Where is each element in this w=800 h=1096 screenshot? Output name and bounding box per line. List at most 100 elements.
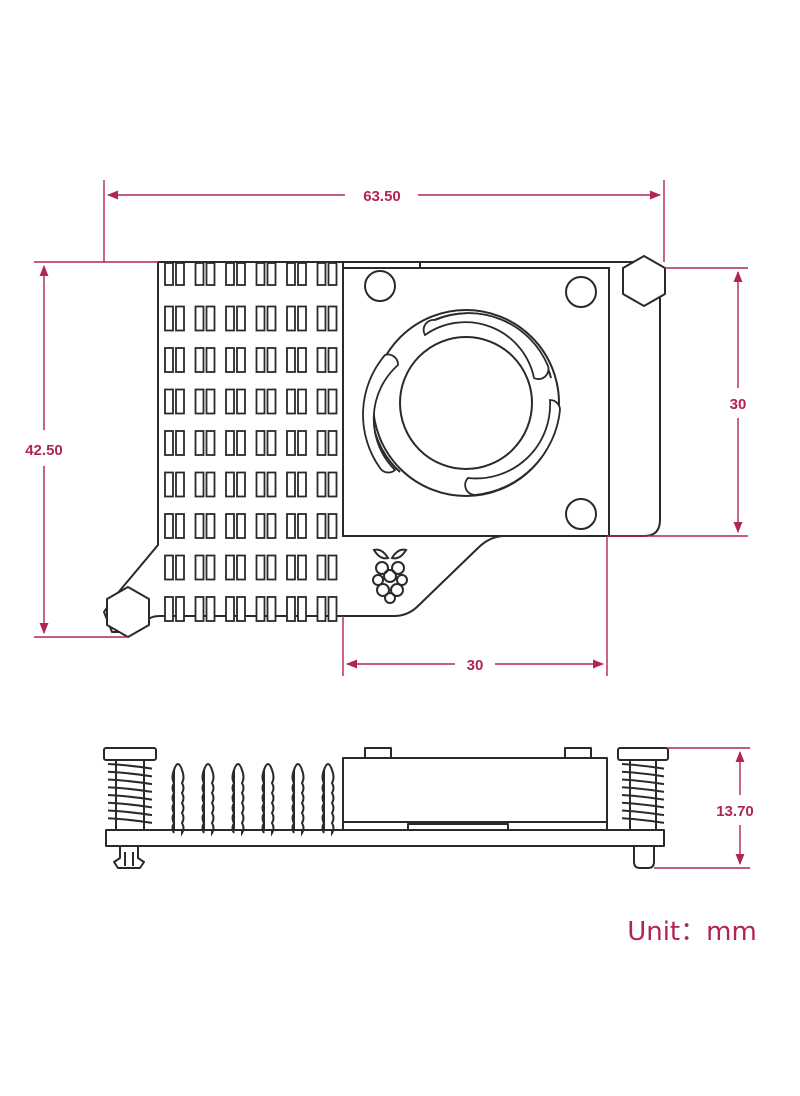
- fin-slot: [164, 430, 174, 456]
- fin-slot: [316, 347, 327, 373]
- fin-slot: [286, 596, 296, 622]
- fin-slot: [255, 430, 266, 456]
- fin-slot: [225, 388, 235, 415]
- fin-slot: [297, 305, 307, 332]
- fin-slot: [297, 596, 307, 622]
- fin-slot: [236, 513, 246, 539]
- fin-slot: [316, 430, 327, 456]
- fin-slot: [205, 554, 216, 581]
- fin-slot: [286, 262, 296, 286]
- fin-slot: [194, 430, 205, 456]
- fin-slot: [225, 596, 235, 622]
- fin-slot: [266, 347, 277, 373]
- fin-slot: [286, 471, 296, 498]
- side-fin-edge: [201, 769, 206, 834]
- fin-slot: [164, 513, 174, 539]
- dimension-label-total-height: 42.50: [25, 442, 63, 459]
- fin-slot: [164, 388, 174, 415]
- fin-slot: [266, 430, 277, 456]
- fan-bump-left: [364, 747, 392, 759]
- fin-slot: [286, 388, 296, 415]
- fin-slot: [194, 554, 205, 581]
- fin-slot: [164, 262, 174, 286]
- fin-slot: [205, 596, 216, 622]
- push-pin-icon: [113, 845, 145, 869]
- dimension-label-side-height: 13.70: [716, 803, 754, 820]
- dimension-total-width: 63.50: [103, 180, 665, 262]
- side-fin-edge: [231, 769, 236, 834]
- dimension-side-height: 13.70: [654, 747, 754, 869]
- fin-slot: [175, 262, 185, 286]
- fin-slot: [194, 347, 205, 373]
- fin-slot: [297, 347, 307, 373]
- fin-slot: [236, 388, 246, 415]
- raspberry-pi-logo-icon: [372, 548, 408, 604]
- side-fin-edge: [291, 769, 296, 834]
- mount-hole-top-left: [364, 270, 396, 302]
- fan-frame: [342, 267, 610, 537]
- fin-slot: [194, 305, 205, 332]
- fin-slot: [297, 554, 307, 581]
- fan-bump-right: [564, 747, 592, 759]
- fin-slot: [205, 471, 216, 498]
- fin-slot: [297, 388, 307, 415]
- fin-slot: [255, 388, 266, 415]
- fin-slot: [175, 430, 185, 456]
- fan-housing: [342, 757, 608, 823]
- fin-slot: [255, 305, 266, 332]
- fin-slot: [316, 554, 327, 581]
- fin-slot: [225, 554, 235, 581]
- fin-slot: [327, 513, 338, 539]
- side-fin-edge: [321, 769, 326, 834]
- fin-slot: [327, 305, 338, 332]
- fin-slot: [266, 554, 277, 581]
- dimension-total-height: 42.50: [25, 261, 158, 638]
- fin-slot: [327, 554, 338, 581]
- fin-slot: [297, 513, 307, 539]
- side-fin-edge: [261, 769, 266, 834]
- fin-slot: [236, 430, 246, 456]
- mount-hole-top-right: [565, 276, 597, 308]
- dimension-label-total-width: 63.50: [363, 188, 401, 205]
- base-plate: [105, 829, 665, 847]
- fin-slot: [225, 305, 235, 332]
- fin-slot: [175, 596, 185, 622]
- fin-slot: [164, 347, 174, 373]
- fin-slot: [286, 554, 296, 581]
- fin-slot: [236, 305, 246, 332]
- fin-slot: [205, 347, 216, 373]
- fin-slot: [286, 513, 296, 539]
- fin-slot: [225, 262, 235, 286]
- fin-slot: [316, 388, 327, 415]
- fin-slot: [175, 513, 185, 539]
- fin-slot: [205, 262, 216, 286]
- fin-slot: [255, 554, 266, 581]
- fin-slot: [297, 471, 307, 498]
- thermal-pad: [407, 823, 509, 831]
- fin-slot: [194, 471, 205, 498]
- fin-slot: [297, 430, 307, 456]
- fin-slot: [236, 347, 246, 373]
- fin-slot: [236, 262, 246, 286]
- fin-slot: [266, 513, 277, 539]
- spring-icon: [103, 747, 157, 831]
- fin-slot: [327, 262, 338, 286]
- fin-slot: [205, 513, 216, 539]
- fin-slot: [175, 554, 185, 581]
- fin-slot: [255, 347, 266, 373]
- side-fin-edge: [171, 769, 176, 834]
- top-step: [342, 262, 421, 268]
- fin-slot: [316, 596, 327, 622]
- fin-slot: [194, 513, 205, 539]
- side-fins: [171, 763, 335, 837]
- fin-slot: [175, 471, 185, 498]
- fan-icon: [362, 309, 561, 497]
- dimension-fan-width: 30: [342, 536, 608, 676]
- fin-slot: [255, 596, 266, 622]
- fin-slot: [225, 513, 235, 539]
- fin-slot: [255, 262, 266, 286]
- fin-slot: [164, 554, 174, 581]
- fin-slot: [286, 305, 296, 332]
- fin-slot: [297, 262, 307, 286]
- unit-label: Unit：mm: [627, 917, 757, 947]
